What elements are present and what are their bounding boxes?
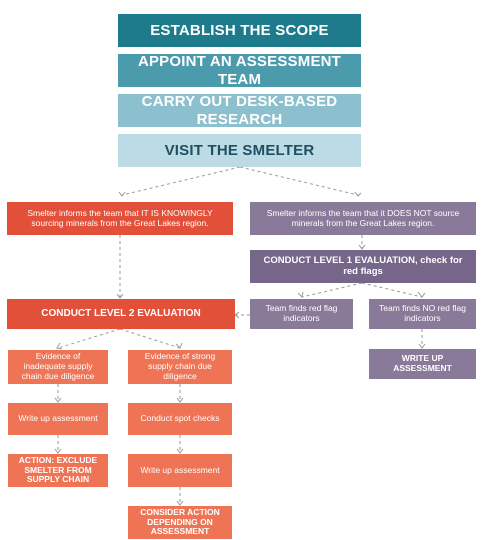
does-not-source-text: Smelter informs the team that it DOES NO…: [266, 207, 460, 228]
box-finds-red-flags: Team finds red flag indicators: [250, 299, 353, 329]
finds-red-flags-text: Team finds red flag indicators: [265, 303, 338, 323]
arrowhead: [54, 448, 62, 454]
step-establish-scope: ESTABLISH THE SCOPE: [118, 14, 361, 47]
arrowhead: [116, 293, 124, 299]
consider-action-text: CONSIDER ACTION DEPENDING ON ASSESSMENT: [140, 506, 220, 537]
arrowhead: [418, 343, 426, 349]
box-level2-evaluation: CONDUCT LEVEL 2 EVALUATION: [7, 299, 235, 329]
step-desk-research: CARRY OUT DESK-BASED RESEARCH: [118, 93, 361, 128]
connector-visit-left: [121, 166, 241, 196]
step-establish-scope-label: ESTABLISH THE SCOPE: [150, 21, 329, 39]
box-write-up-assessment-b: Write up assessment: [128, 454, 232, 487]
exclude-smelter-text: ACTION: EXCLUDE SMELTER FROM SUPPLY CHAI…: [18, 454, 98, 485]
box-write-up-assessment-a: Write up assessment: [8, 403, 108, 435]
box-knowingly-sourcing: Smelter informs the team that IT IS KNOW…: [7, 202, 233, 235]
connector-level2-strong: [119, 328, 181, 349]
box-strong-evidence: Evidence of strong supply chain due dili…: [128, 350, 232, 384]
arrowhead: [56, 342, 63, 350]
arrowhead: [354, 191, 362, 197]
arrowhead: [358, 244, 366, 250]
arrowhead: [118, 191, 126, 197]
connector-visit-right: [239, 166, 359, 196]
connector-level1-finds: [301, 282, 363, 298]
box-consider-action: CONSIDER ACTION DEPENDING ON ASSESSMENT: [128, 506, 232, 539]
level1-evaluation-label: CONDUCT LEVEL 1 EVALUATION, check for re…: [263, 254, 463, 277]
arrowhead: [176, 500, 184, 506]
step-visit-smelter-label: VISIT THE SMELTER: [164, 141, 315, 159]
strong-evidence-text: Evidence of strong supply chain due dili…: [144, 351, 216, 381]
arrowhead: [417, 291, 426, 298]
step-visit-smelter: VISIT THE SMELTER: [118, 134, 361, 167]
box-finds-no-red-flags: Team finds NO red flag indicators: [369, 299, 476, 329]
step-appoint-team-label: APPOINT AN ASSESSMENT TEAM: [137, 53, 342, 88]
inadequate-evidence-text: Evidence of inadequate supply chain due …: [21, 351, 95, 381]
box-level1-evaluation: CONDUCT LEVEL 1 EVALUATION, check for re…: [250, 250, 476, 283]
knowingly-sourcing-text: Smelter informs the team that IT IS KNOW…: [27, 207, 213, 228]
connector-level1-findsno: [361, 282, 423, 298]
write-up-assessment-a-text: Write up assessment: [18, 413, 98, 424]
write-up-assessment-right-text: WRITE UP ASSESSMENT: [393, 353, 452, 373]
arrowhead: [175, 342, 183, 349]
step-desk-research-label: CARRY OUT DESK-BASED RESEARCH: [141, 93, 338, 128]
box-spot-checks: Conduct spot checks: [128, 403, 232, 435]
arrowhead: [176, 448, 184, 454]
step-appoint-team: APPOINT AN ASSESSMENT TEAM: [118, 53, 361, 88]
arrowhead: [54, 397, 62, 403]
box-exclude-smelter: ACTION: EXCLUDE SMELTER FROM SUPPLY CHAI…: [8, 454, 108, 487]
box-inadequate-evidence: Evidence of inadequate supply chain due …: [8, 350, 108, 384]
box-write-up-assessment-right: WRITE UP ASSESSMENT: [369, 349, 476, 379]
level2-evaluation-label: CONDUCT LEVEL 2 EVALUATION: [41, 308, 201, 320]
box-does-not-source: Smelter informs the team that it DOES NO…: [250, 202, 476, 235]
write-up-assessment-b-text: Write up assessment: [140, 464, 220, 475]
connector-level2-inadequate: [57, 328, 121, 349]
spot-checks-text: Conduct spot checks: [140, 413, 220, 424]
finds-no-red-flags-text: Team finds NO red flag indicators: [379, 303, 466, 323]
arrowhead: [234, 311, 240, 319]
arrowhead: [176, 397, 184, 403]
arrowhead: [297, 291, 304, 299]
